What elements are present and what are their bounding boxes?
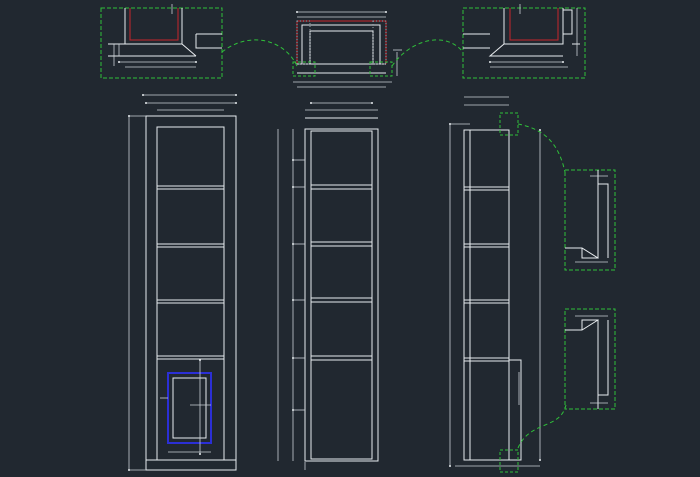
detail-frame (564, 169, 616, 271)
section-view[interactable] (277, 102, 379, 470)
side-detail-top[interactable] (564, 169, 616, 271)
cabinet-outer (304, 128, 379, 462)
front-elevation[interactable] (128, 94, 237, 471)
shelves (157, 185, 224, 360)
dimension-ticks (118, 11, 564, 471)
dimension-lines (113, 4, 196, 68)
section-profile (565, 170, 609, 259)
leader-curve-side-bottom (517, 404, 567, 449)
plan-hatch-right (372, 20, 387, 65)
dimension-lines (575, 175, 608, 263)
cabinet-inner (310, 130, 373, 460)
section-profile (463, 8, 564, 57)
top-detail-right[interactable] (462, 4, 586, 79)
dimension-lines (293, 11, 402, 88)
dimension-lines (575, 315, 608, 404)
door-panel-inner (172, 377, 207, 439)
leader-curve-right (391, 39, 464, 67)
section-profile-red (129, 8, 179, 41)
detail-frame (100, 7, 223, 79)
section-side (563, 9, 580, 45)
door-panel-outer (167, 372, 212, 444)
cabinet-outer (463, 129, 510, 461)
plan-base (297, 63, 386, 74)
side-detail-bottom[interactable] (564, 308, 616, 410)
bottom-unit (508, 359, 522, 461)
plan-detail-marker-left (292, 61, 316, 77)
plan-hatch-left (296, 20, 311, 65)
leader-curve-side-top (517, 123, 566, 173)
section-profile (124, 8, 222, 57)
plan-inner (309, 30, 374, 64)
cabinet-outer (145, 115, 237, 471)
plan-outer (301, 24, 381, 64)
section-base (108, 43, 196, 57)
shelves (464, 186, 509, 362)
detail-frame (462, 7, 586, 79)
plan-detail-marker-right (369, 61, 393, 77)
leader-curve-left (221, 39, 298, 67)
detail-frame (564, 308, 616, 410)
top-detail-left[interactable] (100, 4, 223, 79)
shelves (311, 184, 372, 361)
dimension-lines (128, 94, 236, 471)
dimension-lines (449, 96, 541, 467)
side-elevation[interactable] (449, 96, 541, 473)
section-profile-red (509, 8, 559, 41)
dimension-lines (277, 102, 378, 470)
top-plan-section[interactable] (292, 11, 402, 88)
section-profile (565, 319, 609, 409)
dimension-lines (490, 4, 578, 68)
